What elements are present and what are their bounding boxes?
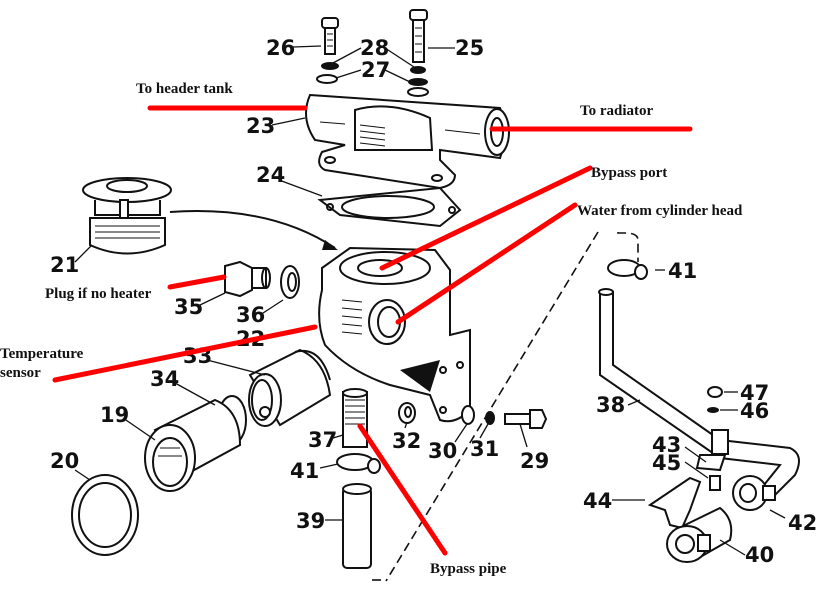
annotation-lines xyxy=(52,105,693,556)
part-number-46: 46 xyxy=(740,399,769,423)
washer-36 xyxy=(280,265,300,299)
clamp-43 xyxy=(695,454,727,472)
label-bypass-pipe: Bypass pipe xyxy=(430,561,507,577)
outlet-elbow-23 xyxy=(305,93,510,190)
outlet-pipe-19 xyxy=(144,398,242,492)
bolt-29 xyxy=(504,409,548,429)
part-number-19: 19 xyxy=(100,403,129,427)
label-bypass-port: Bypass port xyxy=(591,165,667,181)
label-to-header-tank: To header tank xyxy=(136,81,233,97)
label-sensor: sensor xyxy=(0,365,41,381)
bypass-pipe-38 xyxy=(598,288,800,502)
washer-right-lower xyxy=(407,87,429,97)
part-number-39: 39 xyxy=(296,509,325,533)
red-line-bypass-port xyxy=(379,165,593,271)
bypass-nipple-37 xyxy=(342,388,368,448)
part-number-41-lower: 41 xyxy=(290,459,319,483)
part-number-23: 23 xyxy=(246,114,275,138)
hose-33 xyxy=(248,348,332,427)
red-line-temp-sensor xyxy=(52,324,318,383)
part-number-41-upper: 41 xyxy=(668,259,697,283)
part-number-27: 27 xyxy=(361,58,390,82)
bypass-route-dashed xyxy=(385,231,599,582)
hose-39 xyxy=(342,483,372,569)
washer-30 xyxy=(461,405,475,425)
part-number-45: 45 xyxy=(652,451,681,475)
part-number-28: 28 xyxy=(360,36,389,60)
seal-ring-20 xyxy=(71,474,139,556)
label-temperature: Temperature xyxy=(0,346,84,362)
bracket-44 xyxy=(647,476,702,530)
bolt-26 xyxy=(321,17,339,55)
thermostat-housing-22 xyxy=(318,246,471,423)
part-number-32: 32 xyxy=(392,429,421,453)
part-number-44: 44 xyxy=(583,489,612,513)
part-number-24: 24 xyxy=(256,163,285,187)
clip-41-lower xyxy=(336,453,381,474)
part-number-29: 29 xyxy=(520,449,549,473)
part-number-34: 34 xyxy=(150,367,179,391)
part-number-21: 21 xyxy=(50,253,79,277)
label-plug-if-no-heater: Plug if no heater xyxy=(45,286,152,302)
part-number-40: 40 xyxy=(745,543,774,567)
washer-46 xyxy=(707,407,719,413)
red-line-bypass-pipe xyxy=(357,423,448,556)
washer-31 xyxy=(485,411,495,425)
washer-27-left xyxy=(316,74,338,84)
part-numbers: 26 28 25 27 23 24 21 35 36 22 33 34 19 2… xyxy=(50,36,817,567)
part-number-36: 36 xyxy=(236,303,265,327)
part-number-31: 31 xyxy=(470,437,499,461)
bypass-route-top xyxy=(617,232,639,262)
nut-47 xyxy=(707,386,723,398)
part-number-25: 25 xyxy=(455,36,484,60)
gasket-24 xyxy=(317,186,462,228)
hose-42 xyxy=(732,475,776,511)
clip-41-upper xyxy=(607,259,648,280)
part-number-43: 43 xyxy=(652,433,681,457)
thermostat-arrow xyxy=(169,210,336,249)
label-to-radiator: To radiator xyxy=(580,103,654,119)
annotation-labels: To header tank To radiator Bypass port W… xyxy=(0,81,743,577)
part-number-20: 20 xyxy=(50,449,79,473)
washer-28-right xyxy=(410,66,426,74)
arrowhead xyxy=(322,240,338,250)
part-number-30: 30 xyxy=(428,439,457,463)
part-number-37: 37 xyxy=(308,428,337,452)
bolt-25 xyxy=(409,9,428,63)
part-number-35: 35 xyxy=(174,295,203,319)
part-number-26: 26 xyxy=(266,36,295,60)
leader-lines xyxy=(74,45,786,556)
thermostat-21 xyxy=(82,177,172,255)
red-line-water-cyl-head xyxy=(395,202,578,325)
washer-28-left xyxy=(321,62,339,70)
part-number-38: 38 xyxy=(596,393,625,417)
plug-35 xyxy=(224,260,271,298)
nut-32 xyxy=(398,402,416,424)
hose-40 xyxy=(666,506,733,563)
label-water-from-cylinder-head: Water from cylinder head xyxy=(577,203,743,219)
part-number-47: 47 xyxy=(740,381,769,405)
red-line-plug xyxy=(167,274,227,290)
part-number-42: 42 xyxy=(788,511,817,535)
bolt-45 xyxy=(709,475,721,491)
washer-27-right xyxy=(408,78,428,86)
